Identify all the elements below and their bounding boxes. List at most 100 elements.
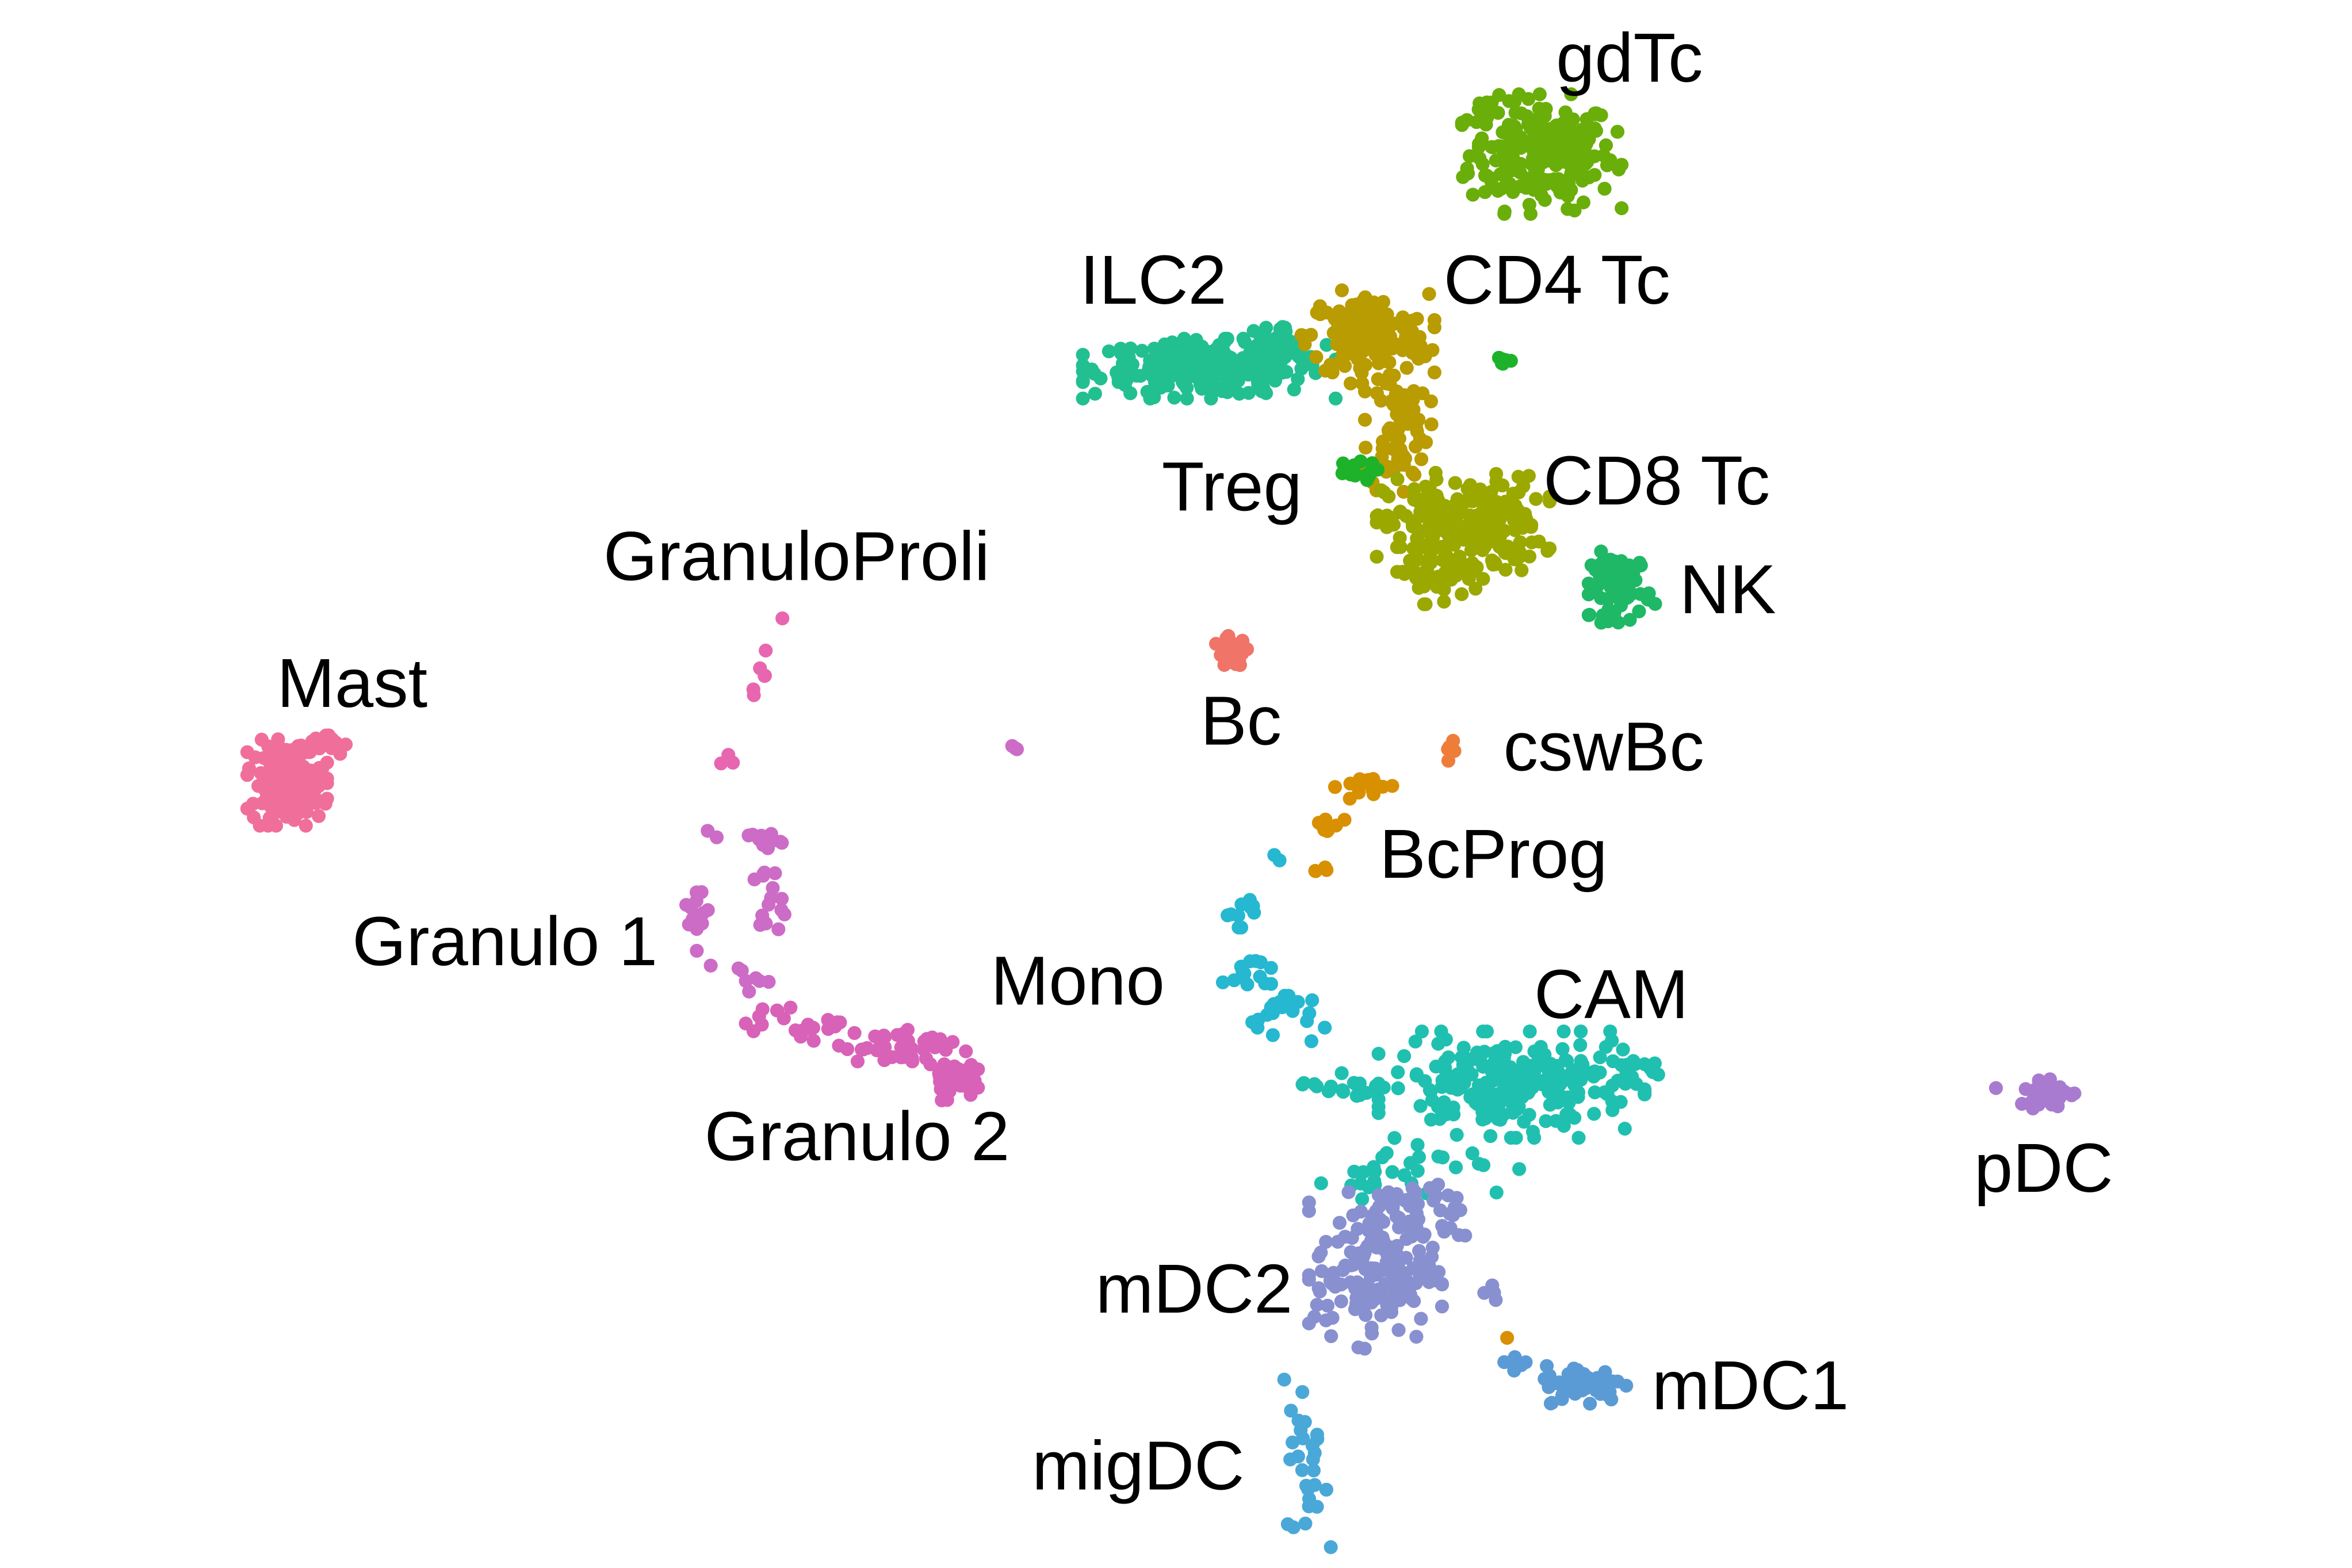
point-gdtc	[1546, 125, 1560, 140]
point-ilc2	[1181, 351, 1196, 366]
point-cd4-tc	[1326, 326, 1341, 340]
point-pdc	[2015, 1096, 2029, 1111]
point-mdc2	[1376, 1263, 1390, 1278]
point-mdc2	[1344, 1245, 1358, 1259]
point-granuloproli	[714, 756, 728, 771]
point-gdtc	[1537, 173, 1551, 187]
point-treg	[1336, 456, 1351, 471]
point-cam	[1512, 1162, 1527, 1176]
point-cam	[1347, 1164, 1362, 1179]
point-mdc1	[1605, 1374, 1620, 1389]
point-bcprog	[1328, 780, 1343, 794]
point-gdtc	[1567, 203, 1582, 218]
point-mdc2	[1435, 1299, 1450, 1314]
point-mdc1	[1514, 1358, 1528, 1372]
point-granulo-2	[752, 1009, 766, 1024]
point-cd4-tc	[1386, 397, 1401, 412]
point-cam	[1493, 1112, 1508, 1127]
point-nk	[1616, 563, 1630, 578]
point-cd8-tc	[1496, 478, 1510, 492]
point-cam	[1527, 1044, 1542, 1058]
point-cd4-tc	[1371, 312, 1386, 327]
point-cd8-tc	[1399, 508, 1413, 523]
point-gdtc	[1561, 189, 1575, 203]
point-mono	[1302, 1006, 1317, 1020]
point-cd8-tc	[1515, 521, 1530, 535]
point-cd4-tc	[1410, 424, 1424, 438]
point-cam	[1491, 1068, 1506, 1083]
point-cam	[1349, 1089, 1364, 1103]
point-migdc	[1324, 1540, 1338, 1554]
point-ilc2	[1168, 359, 1183, 373]
point-migdc	[1295, 1463, 1310, 1477]
point-cam	[1571, 1089, 1585, 1104]
point-nk	[1588, 563, 1603, 577]
cluster-label-gdtc: gdTc	[1556, 19, 1703, 97]
points-layer	[240, 87, 2082, 1554]
point-cam	[1476, 1024, 1490, 1039]
point-granulo-1	[771, 922, 786, 936]
point-cam	[1368, 1079, 1383, 1093]
point-granulo-1	[774, 902, 789, 917]
point-cam	[1424, 1112, 1439, 1127]
point-cd8-tc	[1437, 594, 1451, 609]
point-treg	[1491, 350, 1506, 365]
cluster-label-cswbc: cswBc	[1504, 707, 1704, 785]
point-mdc2	[1375, 1230, 1390, 1245]
point-granulo-1	[752, 832, 766, 847]
point-cam	[1414, 1024, 1429, 1039]
point-ilc2	[1210, 381, 1224, 395]
cluster-bc	[1208, 629, 1255, 672]
cluster-migdc	[1277, 1372, 1338, 1554]
point-cd8-tc	[1409, 571, 1424, 585]
point-cam	[1347, 1076, 1361, 1090]
point-mdc1	[1619, 1378, 1634, 1393]
point-cam	[1585, 1065, 1599, 1080]
cluster-mono	[1215, 848, 1332, 1049]
point-mdc2	[1417, 1256, 1432, 1270]
point-treg	[1335, 466, 1349, 480]
point-cd4-tc	[1399, 330, 1413, 344]
cluster-granulo-2	[739, 1000, 985, 1108]
point-gdtc	[1479, 169, 1494, 183]
point-mdc1	[1566, 1377, 1580, 1391]
point-cam	[1437, 1095, 1451, 1110]
point-cd8-tc	[1397, 567, 1412, 581]
point-gdtc	[1588, 121, 1602, 136]
point-gdtc	[1478, 185, 1492, 200]
point-cd4-tc	[1375, 441, 1390, 456]
point-ilc2	[1320, 338, 1334, 352]
point-cam	[1387, 1131, 1402, 1145]
point-mdc2	[1324, 1329, 1338, 1344]
point-cd4-tc	[1357, 412, 1372, 427]
point-cd8-tc	[1451, 495, 1466, 509]
point-gdtc	[1574, 156, 1589, 171]
point-mono	[1265, 1028, 1280, 1042]
point-gdtc	[1597, 181, 1612, 196]
point-ilc2	[1189, 332, 1203, 347]
point-cam	[1571, 1130, 1586, 1145]
point-mdc2	[1302, 1268, 1316, 1282]
point-migdc	[1286, 1435, 1300, 1450]
point-gdtc	[1522, 197, 1536, 212]
point-cd8-tc	[1540, 544, 1555, 558]
point-cam	[1573, 1038, 1588, 1052]
point-mdc2	[1313, 1284, 1327, 1299]
point-mdc2	[1355, 1252, 1370, 1266]
cluster-label-ilc2: ILC2	[1080, 241, 1226, 319]
point-nk	[1601, 614, 1616, 629]
point-granulo-1	[701, 824, 715, 838]
point-granulo-2	[850, 1054, 865, 1069]
point-migdc	[1277, 1372, 1291, 1387]
point-granulo-2	[964, 1058, 978, 1072]
point-nk	[1632, 604, 1646, 618]
point-granulo-2	[746, 1024, 761, 1038]
point-gdtc	[1521, 173, 1536, 187]
point-mono	[1317, 1020, 1332, 1035]
point-mast	[278, 805, 292, 819]
point-granulo-1	[752, 974, 767, 988]
point-cam	[1491, 1097, 1506, 1112]
point-cd4-tc	[1396, 449, 1410, 463]
point-mdc2	[1302, 1195, 1316, 1210]
point-cd8-tc	[1516, 479, 1531, 494]
